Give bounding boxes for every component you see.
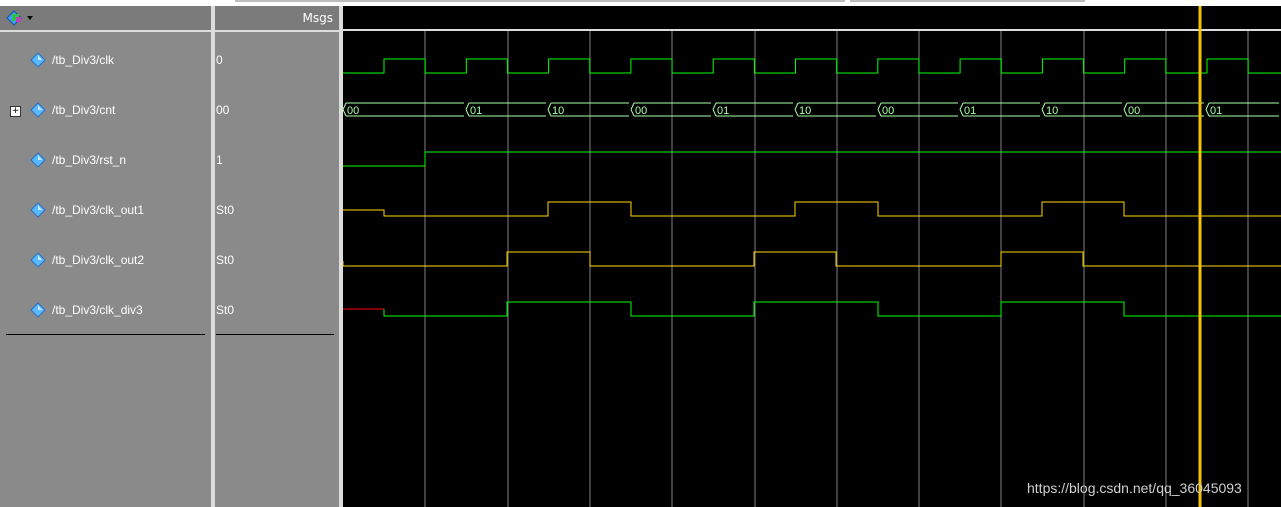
clk-out2-waveform: [343, 251, 1281, 267]
rst-n-waveform: [343, 151, 1281, 167]
signal-value: St0: [216, 253, 235, 267]
pane-splitter-right[interactable]: [339, 6, 343, 507]
bus-value-label: 10: [799, 105, 811, 117]
bus-transition: [712, 102, 717, 117]
bus-value-label: 10: [552, 105, 564, 117]
signal-value: St0: [216, 203, 235, 217]
name-pane-header: [0, 6, 211, 32]
signal-name: /tb_Div3/clk: [52, 53, 115, 67]
signal-name: /tb_Div3/rst_n: [52, 153, 127, 167]
signal-diamond-icon: [30, 202, 46, 218]
expand-plus-icon[interactable]: +: [10, 106, 21, 117]
signal-value-pane: [215, 6, 339, 507]
signal-row-name[interactable]: /tb_Div3/rst_n: [30, 150, 126, 170]
signal-diamond-icon: [30, 152, 46, 168]
signal-name: /tb_Div3/clk_out1: [52, 203, 145, 217]
bus-value-label: 00: [347, 105, 359, 117]
bus-transition: [877, 102, 882, 117]
signal-value: 0: [216, 53, 223, 67]
signal-row-name[interactable]: /tb_Div3/clk: [30, 50, 114, 70]
signal-name: /tb_Div3/cnt: [52, 103, 116, 117]
watermark-text: https://blog.csdn.net/qq_36045093: [1027, 480, 1242, 496]
signal-row-name[interactable]: /tb_Div3/clk_out2: [30, 250, 144, 270]
bus-value-label: 01: [964, 105, 976, 117]
signal-row-name[interactable]: /tb_Div3/clk_div3: [30, 300, 143, 320]
signal-name: /tb_Div3/clk_out2: [52, 253, 145, 267]
bus-value-label: 01: [1210, 105, 1222, 117]
signal-value: 00: [216, 103, 230, 117]
bus-value-label: 01: [470, 105, 482, 117]
top-scroll-segment: [235, 0, 845, 2]
signal-value: St0: [216, 303, 235, 317]
bus-transition: [547, 102, 552, 117]
bus-value-label: 00: [1128, 105, 1140, 117]
bus-transition: [959, 102, 964, 117]
msgs-header-label: Msgs: [302, 11, 333, 25]
wave-header: [343, 6, 1281, 29]
wave-toolbar-icon[interactable]: [4, 8, 34, 28]
signal-diamond-icon: [30, 52, 46, 68]
value-pane-header: [215, 6, 339, 32]
pane-splitter-left[interactable]: [211, 6, 215, 507]
clk-div3-waveform: [383, 301, 1281, 317]
bus-transition: [794, 102, 799, 117]
bus-value-label: 00: [635, 105, 647, 117]
signal-diamond-icon: [30, 102, 46, 118]
signal-row-name[interactable]: /tb_Div3/cnt: [30, 100, 115, 120]
signal-row-name[interactable]: /tb_Div3/clk_out1: [30, 200, 144, 220]
top-border: [0, 0, 1281, 6]
top-scroll-segment-2: [850, 0, 1085, 2]
signal-diamond-icon: [30, 252, 46, 268]
signal-diamond-icon: [30, 302, 46, 318]
bus-transition: [1123, 102, 1128, 117]
bus-transition: [1041, 102, 1046, 117]
bus-value-label: 10: [1046, 105, 1058, 117]
bus-transition: [343, 102, 347, 117]
clk-waveform: [343, 58, 1281, 74]
bus-transition: [630, 102, 635, 117]
signal-name: /tb_Div3/clk_div3: [52, 303, 143, 317]
signal-value: 1: [216, 153, 223, 167]
bus-value-label: 01: [717, 105, 729, 117]
bus-transition: [1205, 102, 1210, 117]
clk-out1-waveform: [343, 201, 1281, 217]
waveform-area[interactable]: 00 01 10 00 01 10 00 01 10 00 01: [343, 6, 1281, 507]
bus-value-label: 00: [882, 105, 894, 117]
value-pane-end-line: [216, 334, 334, 335]
bus-transition: [465, 102, 470, 117]
name-pane-end-line: [6, 334, 205, 335]
